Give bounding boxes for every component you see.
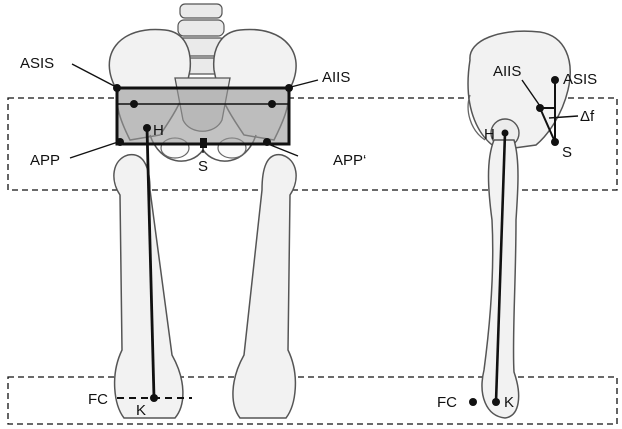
app-plane [117, 88, 289, 144]
app-right-label: APP‘ [333, 152, 366, 169]
s-side-point [551, 138, 559, 146]
h-side-point [502, 130, 509, 137]
s-front-label: S [198, 158, 208, 175]
k-side-point [492, 398, 500, 406]
app-right-point [263, 138, 271, 146]
delta-f-label: Δf [580, 108, 595, 125]
s-side-label: S [562, 144, 572, 161]
k-front-label: K [136, 402, 146, 419]
asis-front-label: ASIS [20, 55, 54, 72]
app-left-point [116, 138, 124, 146]
asis-side-point [551, 76, 559, 84]
fc-front-label: FC [88, 391, 108, 408]
front-view: ASIS AIIS APP APP‘ H S FC K [20, 4, 366, 419]
h-side-label: H [484, 126, 495, 143]
app-left-label: APP [30, 152, 60, 169]
app-left-leader [70, 142, 118, 158]
asis-left-point [113, 84, 121, 92]
aiis-front-label: AIIS [322, 69, 350, 86]
h-front-point [143, 124, 151, 132]
asis-right-point [285, 84, 293, 92]
k-side-label: K [504, 394, 514, 411]
side-view: AIIS ASIS Δf H S FC K [437, 31, 597, 418]
aiis-side-label: AIIS [493, 63, 521, 80]
app-right-leader [268, 144, 298, 156]
k-front-point [150, 394, 158, 402]
aiis-side-point [536, 104, 544, 112]
fc-side-label: FC [437, 394, 457, 411]
asis-side-label: ASIS [563, 71, 597, 88]
s-front-marker [200, 138, 207, 148]
fc-side-point [469, 398, 477, 406]
aiis-right-point [268, 100, 276, 108]
h-front-label: H [153, 122, 164, 139]
right-femur [233, 155, 296, 418]
aiis-left-point [130, 100, 138, 108]
